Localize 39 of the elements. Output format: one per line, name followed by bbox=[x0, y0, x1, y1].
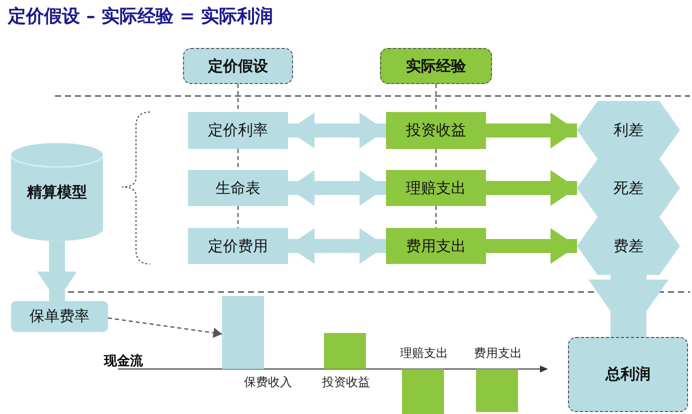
bar-label: 理赔支出 bbox=[399, 345, 449, 362]
cylinder-box: 精算模型 bbox=[11, 143, 103, 241]
connector-line bbox=[435, 206, 437, 228]
connector-line bbox=[435, 149, 437, 170]
heading-box: 实际经验 bbox=[380, 48, 492, 84]
arrow bbox=[486, 228, 577, 264]
cash-bar bbox=[324, 333, 366, 369]
process-box: 保单费率 bbox=[11, 301, 108, 332]
process-box: 理赔支出 bbox=[386, 170, 486, 206]
result-box: 总利润 bbox=[568, 337, 688, 412]
hexagon-box: 利差 bbox=[577, 101, 680, 159]
connector-line bbox=[435, 84, 437, 112]
cash-bar bbox=[476, 369, 518, 412]
axis-label: 现金流 bbox=[104, 352, 143, 370]
heading-box: 定价假设 bbox=[183, 48, 293, 84]
hexagon-box: 死差 bbox=[577, 159, 680, 217]
process-box: 投资收益 bbox=[386, 112, 486, 149]
process-box: 定价利率 bbox=[188, 112, 288, 149]
cash-bar bbox=[222, 296, 264, 369]
cash-bar bbox=[402, 369, 444, 414]
arrow bbox=[288, 112, 386, 148]
process-box: 生命表 bbox=[188, 170, 288, 206]
bar-label: 保费收入 bbox=[243, 374, 293, 391]
arrow bbox=[288, 170, 386, 206]
arrow bbox=[108, 317, 222, 338]
title: 定价假设 – 实际经验 = 实际利润 bbox=[8, 5, 274, 28]
hexagon-box: 费差 bbox=[577, 217, 680, 275]
connector-line bbox=[237, 84, 239, 112]
bar-label: 费用支出 bbox=[473, 345, 523, 362]
bar-label: 投资收益 bbox=[321, 374, 371, 391]
arrow bbox=[486, 170, 577, 206]
arrow bbox=[37, 241, 77, 301]
connector-line bbox=[237, 206, 239, 228]
arrow bbox=[288, 228, 386, 264]
connector-line bbox=[237, 149, 239, 170]
process-box: 定价费用 bbox=[188, 228, 288, 264]
arrow bbox=[588, 275, 668, 337]
process-box: 费用支出 bbox=[386, 228, 486, 264]
arrow bbox=[486, 112, 577, 148]
